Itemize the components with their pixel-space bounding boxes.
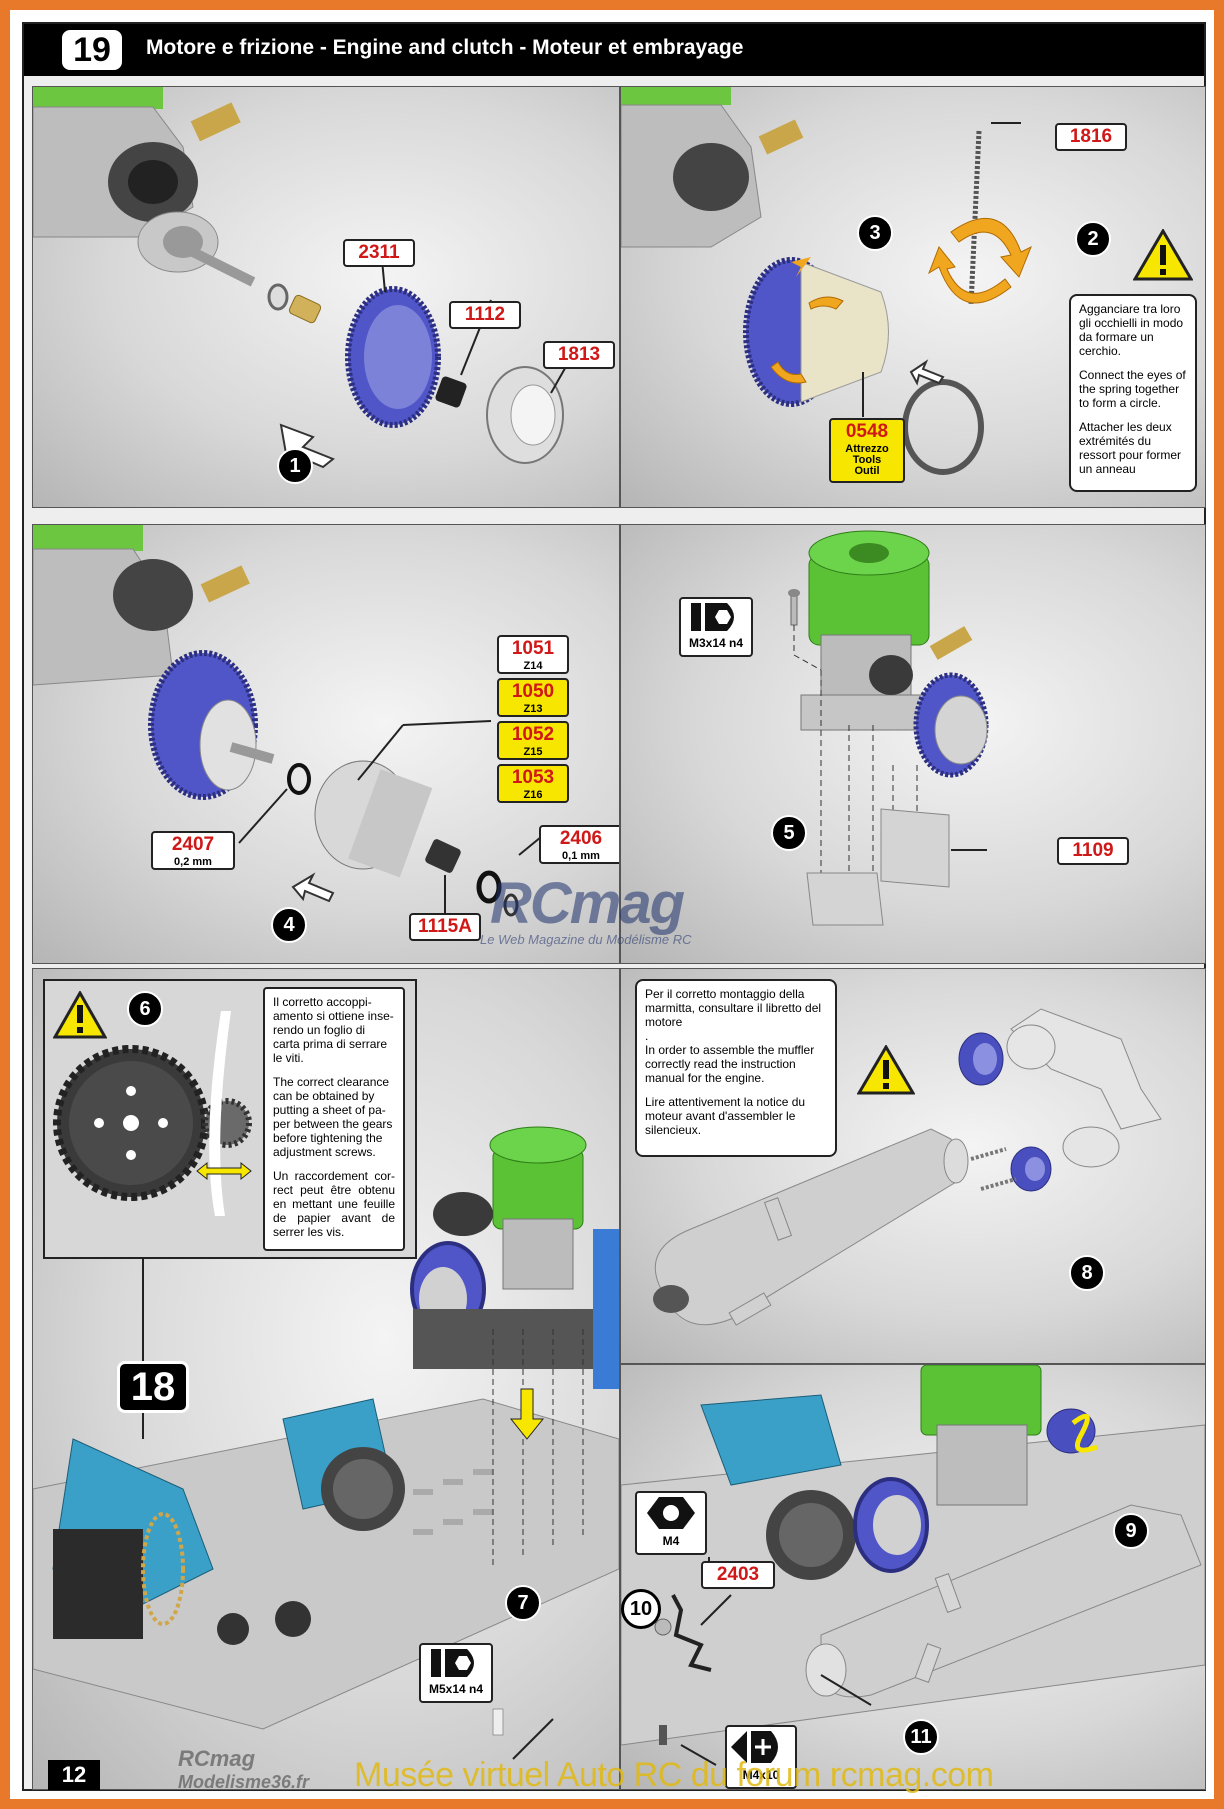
- tool-code: 0548: [845, 421, 889, 442]
- muffler-mount-illustration: [621, 1365, 1205, 1766]
- panel-step-9-11: M4 2403 9 10 11 M4x10: [620, 1364, 1206, 1790]
- step-marker-8: 8: [1069, 1255, 1105, 1291]
- note-italian: Per il corretto montaggio della marmitta…: [645, 987, 822, 1029]
- screw-size: M3x14 n4: [688, 636, 744, 650]
- instruction-sheet: 19 Motore e frizione - Engine and clutch…: [22, 22, 1206, 1791]
- step-marker-5: 5: [771, 815, 807, 851]
- tool-spring-illustration: [621, 87, 1032, 475]
- engine-mount-illustration: [788, 530, 989, 926]
- part-label-1050: 1050 Z13: [497, 678, 569, 717]
- part-label-1051: 1051 Z14: [497, 635, 569, 674]
- bell-teeth: Z13: [523, 703, 543, 715]
- rcmag-small-watermark: RCmag: [178, 1746, 256, 1771]
- step-marker-9: 9: [1113, 1513, 1149, 1549]
- step-marker-2: 2: [1075, 221, 1111, 257]
- spring-instruction-note: Agganciare tra loro gli occhielli in mod…: [1069, 294, 1197, 492]
- nut-icon-m4: M4: [635, 1491, 707, 1555]
- step-number: 19: [62, 30, 122, 70]
- part-label-1816: 1816: [1055, 123, 1127, 151]
- clutch-bell-illustration: [33, 525, 542, 917]
- screw-size: M5x14 n4: [428, 1682, 484, 1696]
- rcmag-watermark-tagline: Le Web Magazine du Modélisme RC: [480, 932, 692, 947]
- page-number: 12: [48, 1760, 100, 1790]
- gear-clearance-note: Il corretto accoppi-amento si ottiene in…: [263, 987, 405, 1251]
- shim-code: 2406: [559, 828, 603, 849]
- shim-thickness: 0,1 mm: [562, 850, 600, 862]
- shim-thickness: 0,2 mm: [174, 856, 212, 868]
- bell-code: 1051: [511, 638, 555, 659]
- clutch-assembly-illustration: [33, 87, 569, 469]
- tool-name-it: Attrezzo: [845, 443, 889, 455]
- step-marker-11: 11: [903, 1719, 939, 1755]
- screw-icon-m5x14: M5x14 n4: [419, 1643, 493, 1703]
- part-label-1109: 1109: [1057, 837, 1129, 865]
- part-label-1112: 1112: [449, 301, 521, 329]
- gear-mesh-inset: 6 Il corretto accoppi-amento si ottiene …: [43, 979, 417, 1259]
- part-label-2406: 2406 0,1 mm: [539, 825, 619, 864]
- bell-teeth: Z14: [523, 660, 543, 672]
- note-italian: Il corretto accoppi-amento si ottiene in…: [273, 995, 394, 1065]
- note-italian: Agganciare tra loro gli occhielli in mod…: [1079, 302, 1184, 358]
- step-marker-3: 3: [857, 215, 893, 251]
- bell-teeth: Z16: [523, 789, 543, 801]
- reference-step-18: 18: [117, 1361, 189, 1413]
- panel-step-1: 2311 1112 1813 1: [32, 86, 620, 508]
- bell-teeth: Z15: [523, 746, 543, 758]
- tool-name-fr: Outil: [854, 465, 880, 477]
- part-label-2407: 2407 0,2 mm: [151, 831, 235, 870]
- bell-code: 1053: [511, 767, 555, 788]
- bell-code: 1052: [511, 724, 555, 745]
- note-english: Connect the eyes of the spring together …: [1079, 368, 1186, 410]
- page-title: Motore e frizione - Engine and clutch - …: [146, 36, 744, 59]
- note-french: Lire attentivement la notice du moteur a…: [645, 1095, 806, 1137]
- step-marker-6: 6: [127, 991, 163, 1027]
- muffler-instruction-note: Per il corretto montaggio della marmitta…: [635, 979, 837, 1157]
- bell-code: 1050: [511, 681, 555, 702]
- part-label-2403: 2403: [701, 1561, 775, 1589]
- chassis-engine-illustration: [33, 1126, 619, 1760]
- rcmag-watermark: RCmag: [490, 871, 685, 936]
- note-french: Attacher les deux extrémités du ressort …: [1079, 420, 1182, 476]
- panel-step-5: M3x14 n4 5 1109: [620, 524, 1206, 964]
- tool-label-0548: 0548 Attrezzo Tools Outil: [829, 418, 905, 483]
- modelisme36-watermark: Modelisme36.fr: [178, 1772, 310, 1792]
- panel-step-8: Per il corretto montaggio della marmitta…: [620, 968, 1206, 1364]
- muffler-illustration: [653, 1008, 1162, 1326]
- panel-step-2-3: 1816 3 2 0548 Attrezzo Tools Outil Aggan…: [620, 86, 1206, 508]
- note-french: Un raccordement cor-rect peut être obten…: [273, 1169, 395, 1239]
- step-header: 19 Motore e frizione - Engine and clutch…: [24, 24, 1204, 76]
- part-label-1053: 1053 Z16: [497, 764, 569, 803]
- step-marker-1: 1: [277, 448, 313, 484]
- part-label-1813: 1813: [543, 341, 615, 369]
- gear-mesh-illustration: [53, 1011, 252, 1216]
- note-english: The correct clearance can be obtained by…: [273, 1075, 393, 1159]
- engine-illustration: [33, 87, 241, 273]
- part-label-2311: 2311: [343, 239, 415, 267]
- step-marker-7: 7: [505, 1585, 541, 1621]
- museum-watermark: Musée virtuel Auto RC du forum rcmag.com: [354, 1756, 994, 1794]
- step-marker-4: 4: [271, 907, 307, 943]
- panel-step-6-7: 6 Il corretto accoppi-amento si ottiene …: [32, 968, 620, 1790]
- note-separator: .: [645, 1029, 649, 1043]
- screw-size: M4x10: [742, 1768, 780, 1782]
- part-label-1115a: 1115A: [409, 913, 481, 941]
- screw-icon-m3x14: M3x14 n4: [679, 597, 753, 657]
- step-marker-10: 10: [621, 1589, 661, 1629]
- shim-code: 2407: [171, 834, 215, 855]
- panel-step-4: 1051 Z14 1050 Z13 1052 Z15 1053 Z16 2407…: [32, 524, 620, 964]
- part-label-1052: 1052 Z15: [497, 721, 569, 760]
- note-english: In order to assemble the muffler correct…: [645, 1043, 815, 1085]
- screw-icon-m4x10: M4x10: [725, 1725, 797, 1789]
- nut-size: M4: [662, 1534, 680, 1548]
- tool-name-en: Tools: [852, 454, 882, 466]
